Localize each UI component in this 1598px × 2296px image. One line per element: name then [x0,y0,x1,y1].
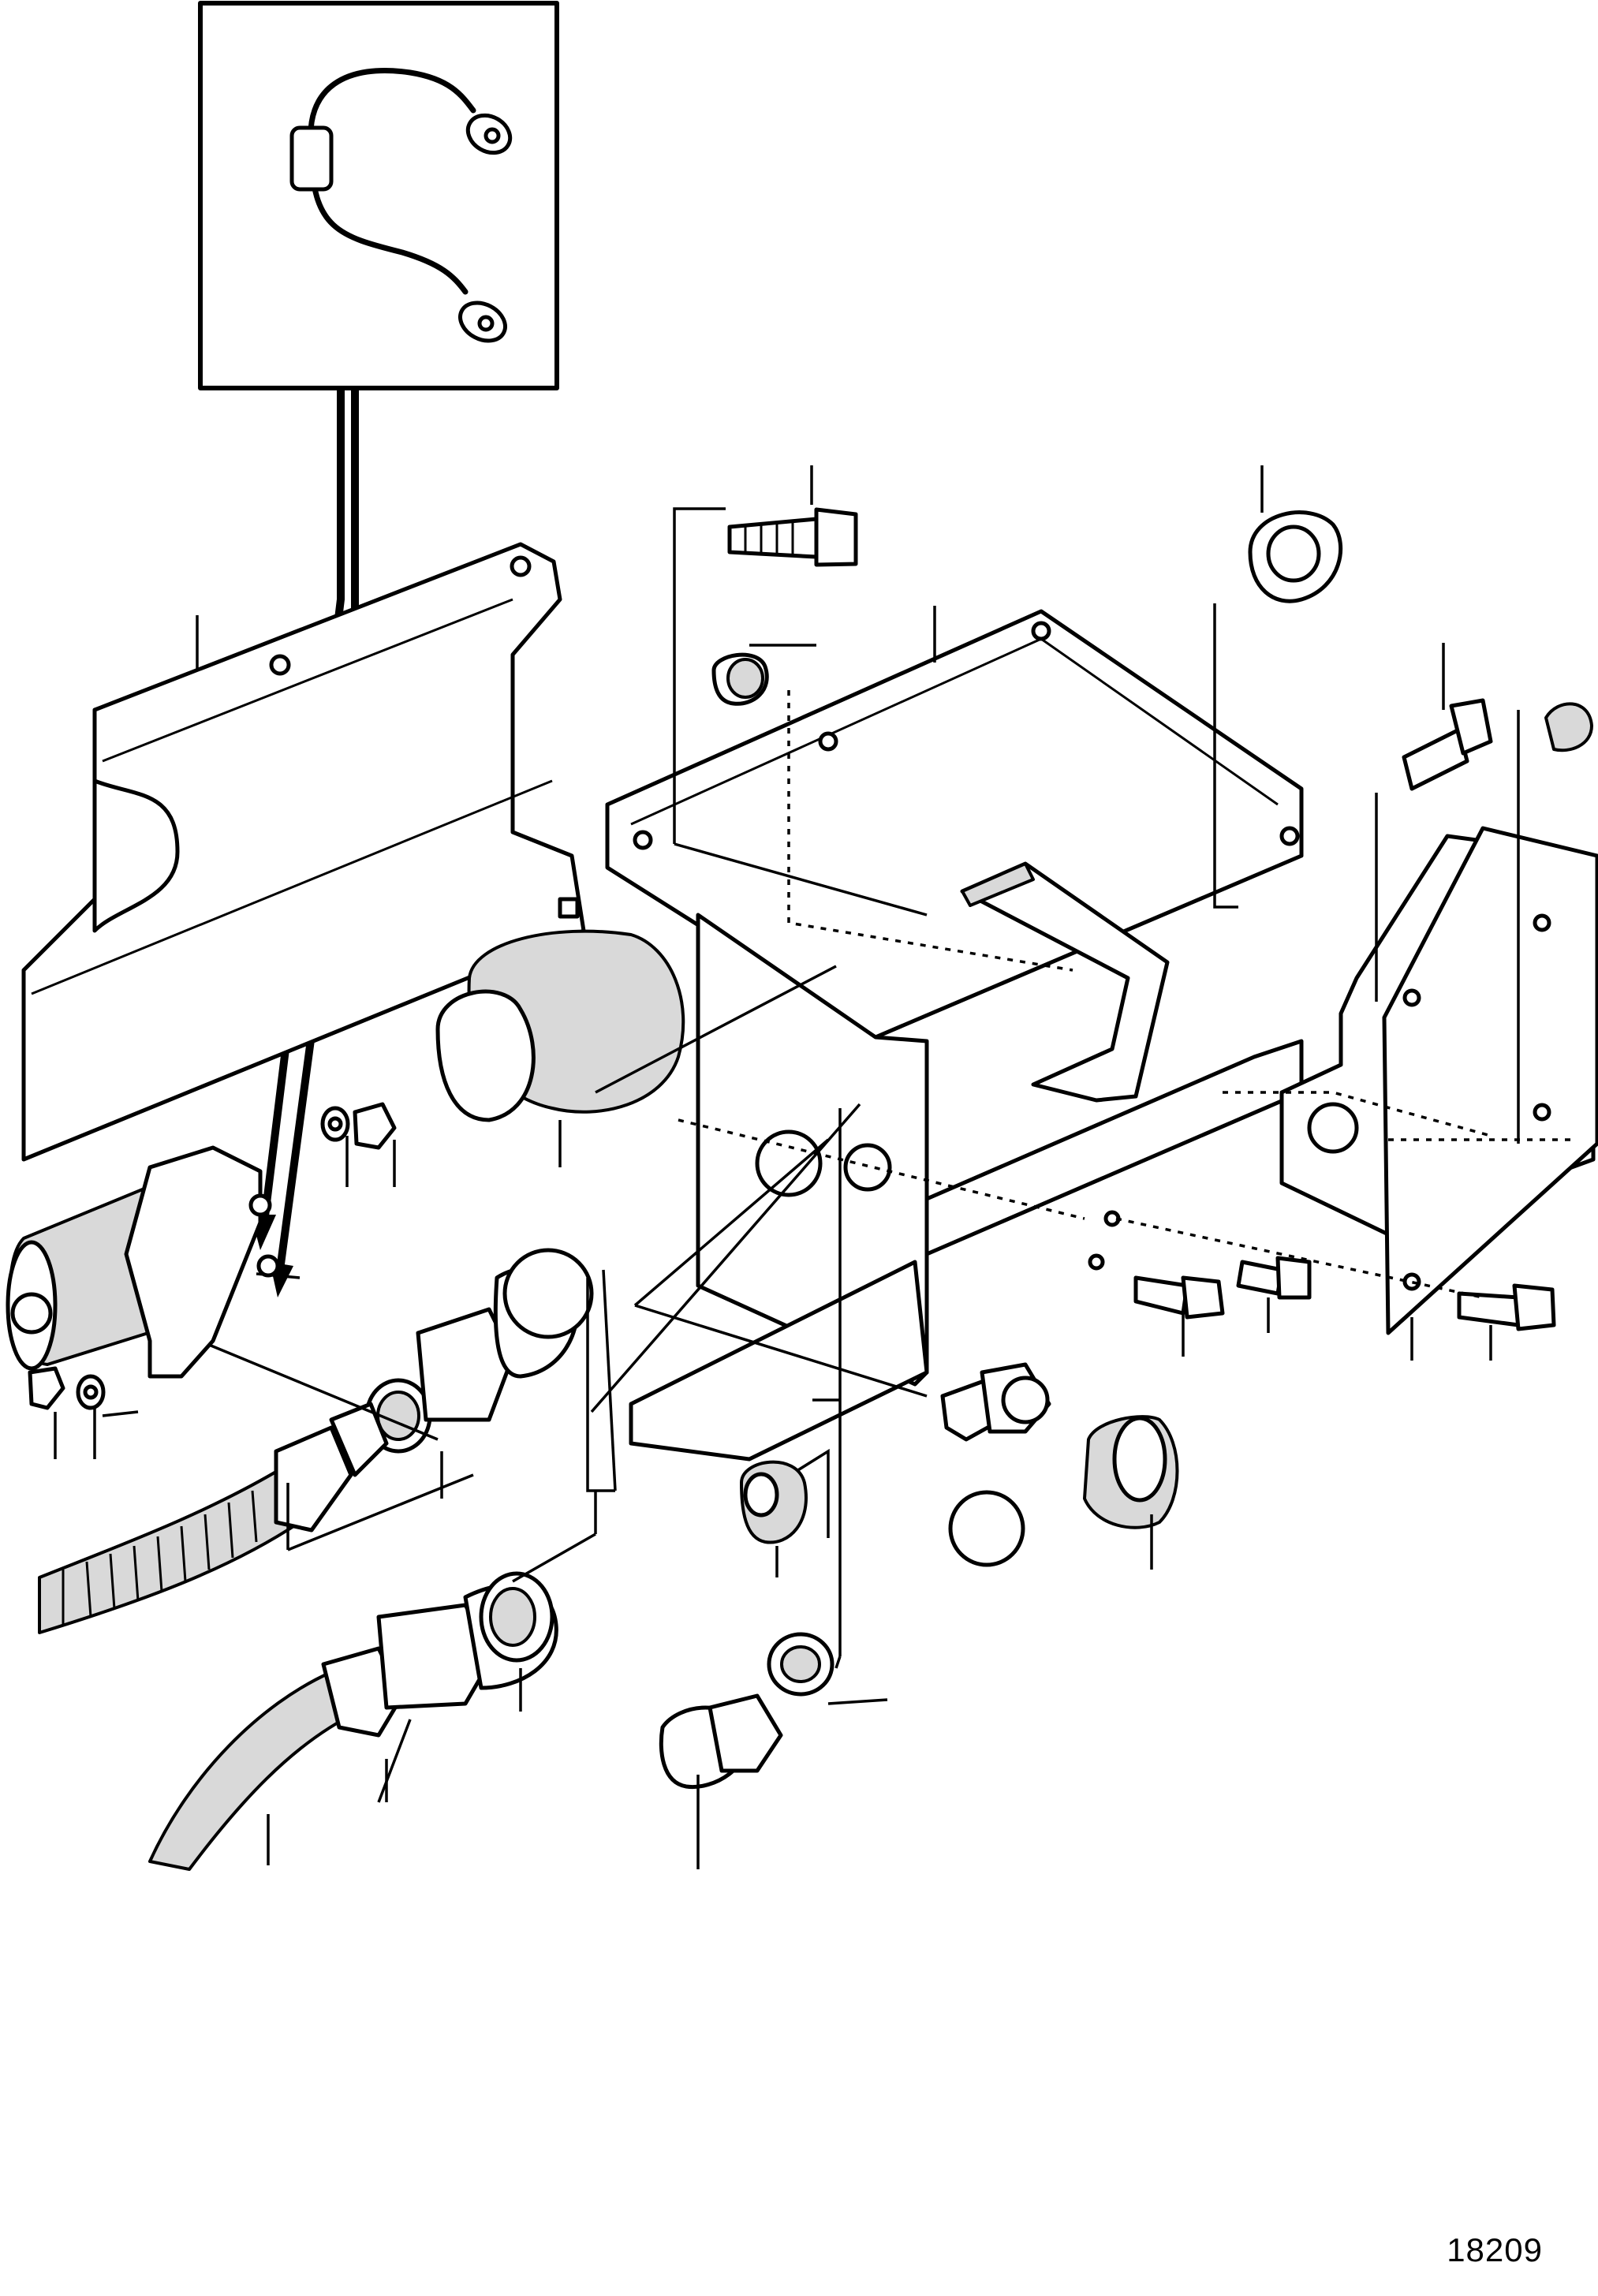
washer-and-nut-lower [28,1366,106,1410]
upper-nut-large [1248,510,1343,603]
washer-and-nut-upper [320,1102,397,1150]
cable-gland-lower [148,1571,558,1871]
assembly-dashed-lines [678,690,1574,1299]
cable-gland-upper [364,1248,594,1454]
push-button-switch [940,1362,1051,1567]
left-mounting-plate [21,542,586,1162]
grommet [740,1460,808,1544]
right-cover-plate [1279,702,1598,1335]
leader-lines [54,465,1520,1869]
centre-bracket-housing [605,609,1304,1462]
lower-bolt-c [1457,1283,1556,1331]
upper-bolt-long [727,507,858,567]
solenoid [6,1145,280,1379]
lower-bolt-a [1133,1275,1225,1320]
cable-gland-bottom [659,1632,834,1790]
figure-reference-number: 18209 [1447,2231,1543,2268]
corrugated-cable-upper [38,1402,389,1634]
rubber-boot [435,929,685,1122]
upper-small-nut [711,652,769,706]
lower-bolt-b [1236,1256,1312,1300]
detail-inset-ground-cable [198,1,559,390]
right-bolt-upper [1402,698,1493,791]
indicator-lens [1083,1415,1179,1529]
